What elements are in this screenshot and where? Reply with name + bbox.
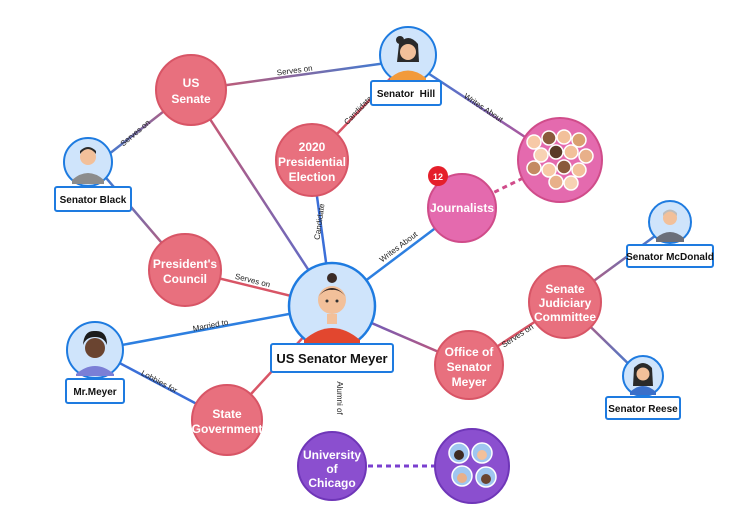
edge-label-writes-about: Writes About	[462, 92, 505, 125]
person-senator-reese[interactable]: Senator Reese	[605, 355, 681, 420]
person-mr-meyer[interactable]: Mr.Meyer	[65, 321, 125, 404]
svg-text:Journalists: Journalists	[430, 201, 494, 215]
male-avatar-icon	[76, 330, 114, 376]
edge-label-candidate: Candidate	[313, 202, 327, 240]
svg-text:US Senator Meyer: US Senator Meyer	[276, 351, 387, 366]
person-us-senator-meyer[interactable]: US Senator Meyer	[270, 261, 394, 373]
journalists-count-badge: 12	[428, 166, 448, 186]
person-senator-black[interactable]: Senator Black	[54, 137, 132, 212]
edge-label-lobbies-for: Lobbies for	[140, 369, 179, 396]
svg-text:12: 12	[433, 172, 443, 182]
edge-label-alumni-of: Alumni of	[335, 381, 344, 415]
edge-label-candidate: Candidate	[342, 94, 374, 127]
svg-text:Senator Hill: Senator Hill	[377, 89, 436, 100]
edge-label-writes-about: Writes About	[378, 229, 420, 264]
edge-label-serves-on: Serves on	[500, 322, 535, 349]
svg-text:Mr.Meyer: Mr.Meyer	[73, 387, 116, 398]
svg-text:Senator McDonald: Senator McDonald	[626, 252, 714, 263]
female-avatar-icon	[630, 363, 656, 395]
edge-senate-hill	[190, 58, 409, 92]
edge-label-serves-on: Serves on	[119, 118, 152, 148]
female-avatar-icon	[304, 273, 360, 343]
svg-text:Senator Reese: Senator Reese	[608, 404, 678, 415]
alumni-faces-icon	[448, 442, 497, 488]
female-avatar-icon	[390, 36, 426, 80]
person-senator-mcdonald[interactable]: Senator McDonald	[626, 200, 714, 268]
journalist-faces-icon	[526, 129, 594, 191]
alumni-group-picture[interactable]	[434, 428, 510, 504]
male-avatar-icon	[656, 209, 684, 242]
journalists-group-picture[interactable]	[517, 117, 603, 203]
edge-label-married-to: Married to	[192, 318, 230, 334]
male-avatar-icon	[72, 147, 104, 184]
node-journalists[interactable]: Journalists	[427, 173, 497, 243]
svg-text:Senator Black: Senator Black	[60, 195, 127, 206]
person-senator-hill[interactable]: Senator Hill	[370, 26, 442, 106]
